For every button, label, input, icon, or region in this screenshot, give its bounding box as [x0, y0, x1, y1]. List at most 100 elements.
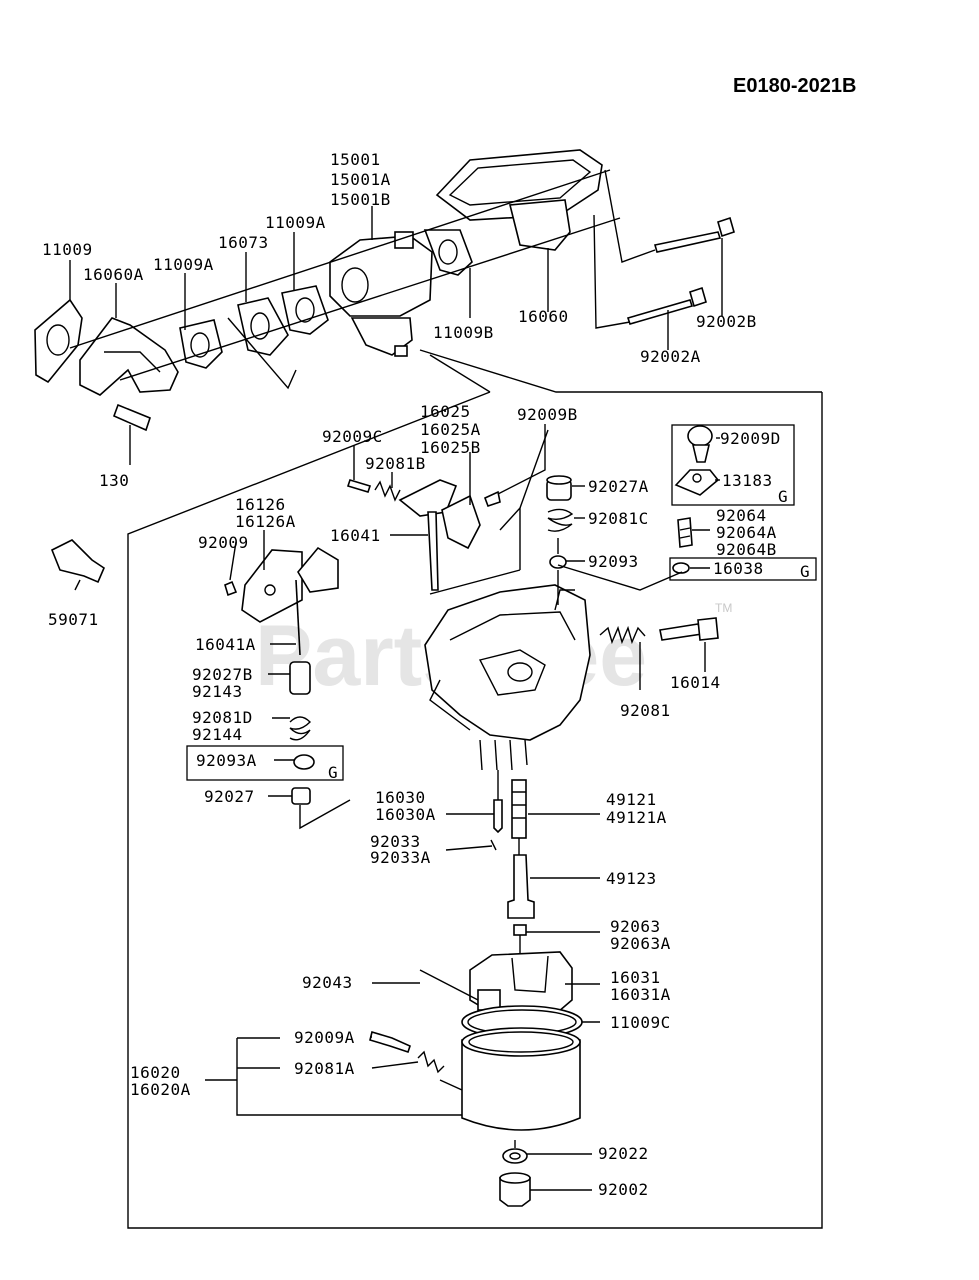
- washer-92063[interactable]: [513, 924, 527, 936]
- group-box-92093a: [186, 745, 344, 781]
- air-cleaner-neck: [508, 199, 571, 251]
- label-92009a: 92009A: [294, 1028, 355, 1047]
- intake-manifold[interactable]: [79, 317, 179, 396]
- screw-92009b[interactable]: [483, 490, 501, 508]
- group-box-16038: [669, 557, 817, 581]
- label-16020: 16020: [130, 1063, 181, 1082]
- float-bowl-16020[interactable]: [461, 1039, 581, 1131]
- label-49123: 49123: [606, 869, 657, 888]
- group-mark-3: G: [328, 763, 338, 782]
- label-16025: 16025: [420, 402, 471, 421]
- diagram-code: E0180-2021B: [733, 75, 856, 97]
- screw-92009[interactable]: [224, 580, 238, 597]
- screw-92009c[interactable]: [346, 479, 372, 493]
- carburetor-body[interactable]: [424, 584, 591, 741]
- label-15001b: 15001B: [330, 190, 391, 209]
- label-92144: 92144: [192, 725, 243, 744]
- throttle-plate-16025[interactable]: [441, 494, 481, 550]
- label-16041: 16041: [330, 526, 381, 545]
- screw-16014[interactable]: [659, 623, 704, 641]
- label-92009d: 92009D: [720, 429, 781, 448]
- label-16030a: 16030A: [375, 805, 436, 824]
- float-pin-92043[interactable]: [419, 969, 479, 1001]
- washer-92022[interactable]: [502, 1148, 528, 1164]
- spring-92081[interactable]: [599, 625, 646, 645]
- choke-lever-16041a[interactable]: [297, 546, 339, 593]
- spring-92081c[interactable]: [547, 508, 574, 532]
- left-parts: [50, 539, 351, 830]
- label-16030: 16030: [375, 788, 426, 807]
- spring-92081d[interactable]: [289, 716, 311, 741]
- label-16025b: 16025B: [420, 438, 481, 457]
- bushing-92027[interactable]: [291, 787, 311, 805]
- label-92093: 92093: [588, 552, 639, 571]
- label-92063: 92063: [610, 917, 661, 936]
- label-16126a: 16126A: [235, 512, 296, 531]
- label-92093a: 92093A: [196, 751, 257, 770]
- screw-92009d[interactable]: [687, 425, 713, 447]
- gasket-11009a-left[interactable]: [179, 319, 223, 369]
- gasket-11009a-right[interactable]: [281, 285, 329, 335]
- label-11009c: 11009C: [610, 1013, 671, 1032]
- label-92064a: 92064A: [716, 523, 777, 542]
- seal-92093[interactable]: [549, 555, 567, 569]
- label-15001: 15001: [330, 150, 381, 169]
- label-92143: 92143: [192, 682, 243, 701]
- bowl-nut-top: [394, 345, 408, 357]
- spring-92081b[interactable]: [374, 480, 401, 502]
- label-16060: 16060: [518, 307, 569, 326]
- seal-92093a[interactable]: [293, 754, 315, 770]
- spring-92081a[interactable]: [417, 1050, 445, 1074]
- label-92081d: 92081D: [192, 708, 253, 727]
- jet-92064[interactable]: [677, 517, 693, 548]
- part-labels: 15001 15001A 15001B 11009 16060A 11009A …: [42, 150, 781, 1199]
- insulator-16073[interactable]: [237, 297, 289, 356]
- label-49121a: 49121A: [606, 808, 667, 827]
- bolt-92002b[interactable]: [653, 231, 722, 253]
- emulsion-tube-49121[interactable]: [511, 779, 527, 839]
- label-92027a: 92027A: [588, 477, 649, 496]
- o-ring-16038[interactable]: [672, 562, 690, 574]
- main-jet-49123[interactable]: [507, 854, 535, 919]
- label-92009b: 92009B: [517, 405, 578, 424]
- drain-screw-92009a[interactable]: [369, 1030, 411, 1054]
- label-11009b: 11009B: [433, 323, 494, 342]
- throttle-lever-16041[interactable]: [398, 479, 458, 517]
- label-16014: 16014: [670, 673, 721, 692]
- label-92064: 92064: [716, 506, 767, 525]
- label-11009a-left: 11009A: [153, 255, 214, 274]
- watermark-tm: TM: [715, 601, 732, 615]
- carburetor-top[interactable]: [329, 235, 433, 317]
- label-49121: 49121: [606, 790, 657, 809]
- elbow-59071[interactable]: [50, 539, 105, 584]
- label-92022: 92022: [598, 1144, 649, 1163]
- label-92027b: 92027B: [192, 665, 253, 684]
- bolt-130[interactable]: [112, 403, 151, 432]
- label-16126: 16126: [235, 495, 286, 514]
- group-mark-1: G: [778, 487, 788, 506]
- label-92002b: 92002B: [696, 312, 757, 331]
- label-16031: 16031: [610, 968, 661, 987]
- label-16060a: 16060A: [83, 265, 144, 284]
- bushing-92027b[interactable]: [289, 661, 311, 695]
- label-92033: 92033: [370, 832, 421, 851]
- clip-92033[interactable]: [490, 839, 497, 851]
- label-16073: 16073: [218, 233, 269, 252]
- bolt-92002a[interactable]: [626, 299, 694, 325]
- label-92064b: 92064B: [716, 540, 777, 559]
- label-92063a: 92063A: [610, 934, 671, 953]
- label-130: 130: [99, 471, 129, 490]
- carburetor-exploded: [346, 425, 720, 1207]
- label-16038: 16038: [713, 559, 764, 578]
- label-92033a: 92033A: [370, 848, 431, 867]
- label-92081b: 92081B: [365, 454, 426, 473]
- label-59071: 59071: [48, 610, 99, 629]
- label-92027: 92027: [204, 787, 255, 806]
- gasket-11009[interactable]: [34, 298, 83, 384]
- throttle-shaft: [427, 511, 439, 591]
- label-92009c: 92009C: [322, 427, 383, 446]
- pilot-jet-16030[interactable]: [493, 799, 503, 834]
- label-16025a: 16025A: [420, 420, 481, 439]
- label-92043: 92043: [302, 973, 353, 992]
